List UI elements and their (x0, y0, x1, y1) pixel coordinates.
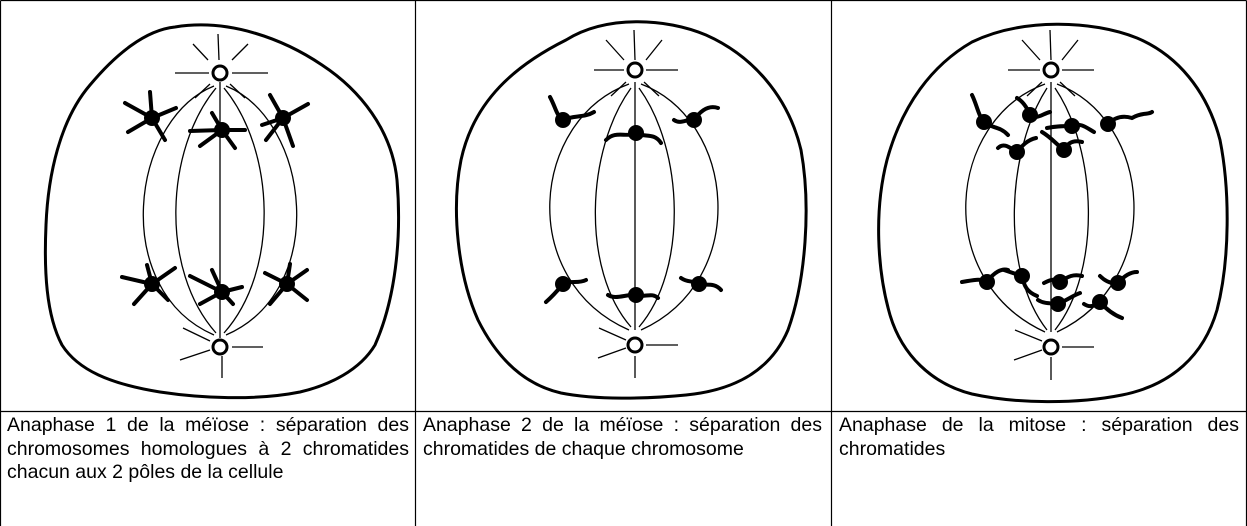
aster-bottom (597, 327, 678, 378)
centromeres (976, 107, 1126, 312)
centrosome-bottom (1042, 338, 1060, 356)
aster-top (1008, 29, 1094, 97)
aster-bottom (179, 327, 263, 378)
figure-anaphase-2 (416, 0, 831, 411)
aster-top (175, 33, 268, 99)
spindle-fibres (549, 82, 719, 331)
spindle-fibres (142, 82, 298, 338)
caption-anaphase-1: Anaphase 1 de la méïose : séparation des… (7, 414, 409, 483)
centromeres (144, 110, 295, 300)
centrosome-top (1042, 61, 1060, 79)
centrosome-top (211, 64, 229, 82)
figure-anaphase-1 (0, 0, 415, 411)
aster-bottom (1013, 329, 1094, 380)
caption-mitosis-anaphase: Anaphase de la mitose : séparation des c… (839, 414, 1239, 460)
cell-membrane (454, 20, 808, 400)
aster-top (594, 29, 678, 97)
centrosome-bottom (211, 338, 229, 356)
centromeres (555, 112, 707, 303)
caption-anaphase-2: Anaphase 2 de la méïose : séparation des… (423, 414, 822, 460)
centrosome-bottom (626, 336, 644, 354)
figure-mitosis-anaphase (832, 0, 1247, 411)
cell-membrane (877, 22, 1229, 404)
centrosome-top (626, 61, 644, 79)
cell-membrane (43, 23, 401, 400)
chromosomes (120, 90, 310, 306)
